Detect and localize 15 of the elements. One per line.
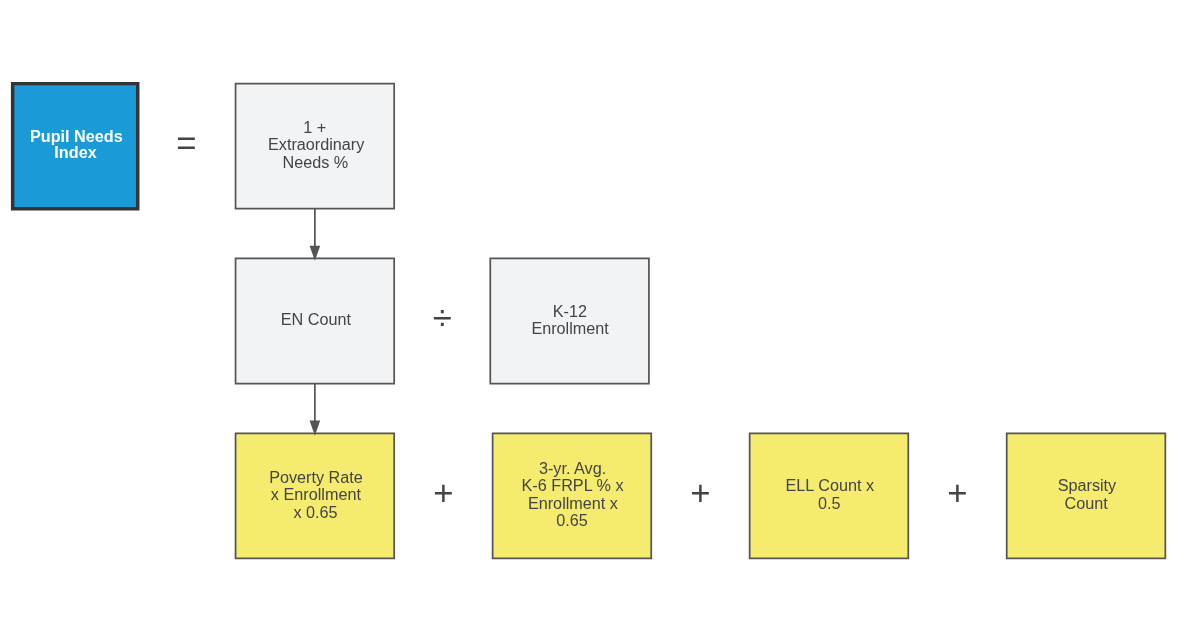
label: =: [176, 123, 197, 162]
label: +: [947, 473, 968, 512]
node-box: EN Count: [234, 257, 396, 384]
node-box: Poverty Rate x Enrollment x 0.65: [234, 431, 396, 559]
node-box: K-12 Enrollment: [489, 257, 650, 384]
label: +: [690, 473, 711, 512]
arrow: [309, 207, 321, 261]
node-box: Pupil Needs Index: [10, 81, 140, 210]
label: ÷: [432, 298, 452, 337]
node-box: ELL Count x 0.5: [748, 431, 910, 559]
label: +: [433, 473, 454, 512]
node-box: 3-yr. Avg. K-6 FRPL % x Enrollment x 0.65: [491, 431, 653, 559]
node-box: 1 + Extraordinary Needs %: [234, 82, 396, 210]
arrow: [309, 382, 321, 436]
node-box: Sparsity Count: [1005, 431, 1167, 559]
